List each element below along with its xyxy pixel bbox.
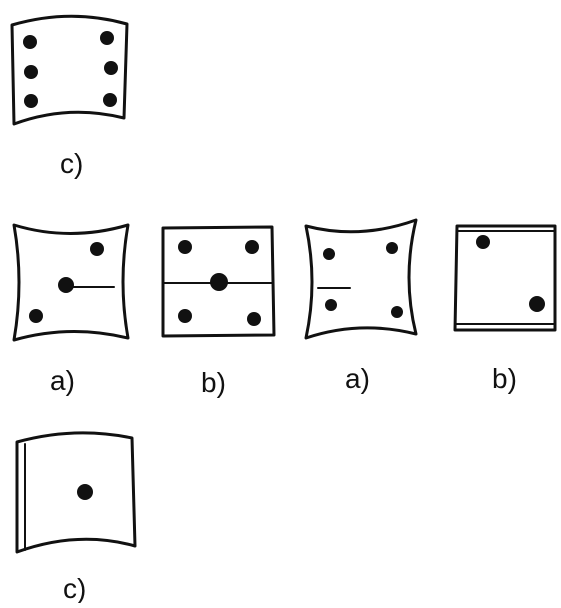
tile-outline [453,224,557,332]
tile-outline [304,218,418,340]
tile-outline [15,431,137,554]
dot [386,242,398,254]
dot [104,61,118,75]
dot [178,240,192,254]
figure-label: a) [50,365,75,396]
dot [29,309,43,323]
dot [325,299,337,311]
figure-row2-b2: b) [453,224,557,394]
dot [24,65,38,79]
dot [58,277,74,293]
dot [103,93,117,107]
tile-outline [12,223,130,342]
tile-outline [161,225,276,338]
dot [24,94,38,108]
figure-bottom-c: c) [15,431,137,604]
figure-label: b) [492,363,517,394]
dot [529,296,545,312]
dot [323,248,335,260]
dot [77,484,93,500]
dot [245,240,259,254]
dot [178,309,192,323]
figure-label: b) [201,367,226,398]
dot [100,31,114,45]
figure-row2-b1: b) [161,225,276,398]
dot [391,306,403,318]
dot [210,273,228,291]
figure-row2-a1: a) [12,223,130,396]
figure-label: c) [60,148,83,179]
figure-top-c: c) [10,14,129,179]
dot [247,312,261,326]
figure-row2-a2: a) [304,218,418,394]
figure-label: a) [345,363,370,394]
tile-outline [10,14,129,126]
dot [23,35,37,49]
dot [90,242,104,256]
figure-label: c) [63,573,86,603]
dot [476,235,490,249]
